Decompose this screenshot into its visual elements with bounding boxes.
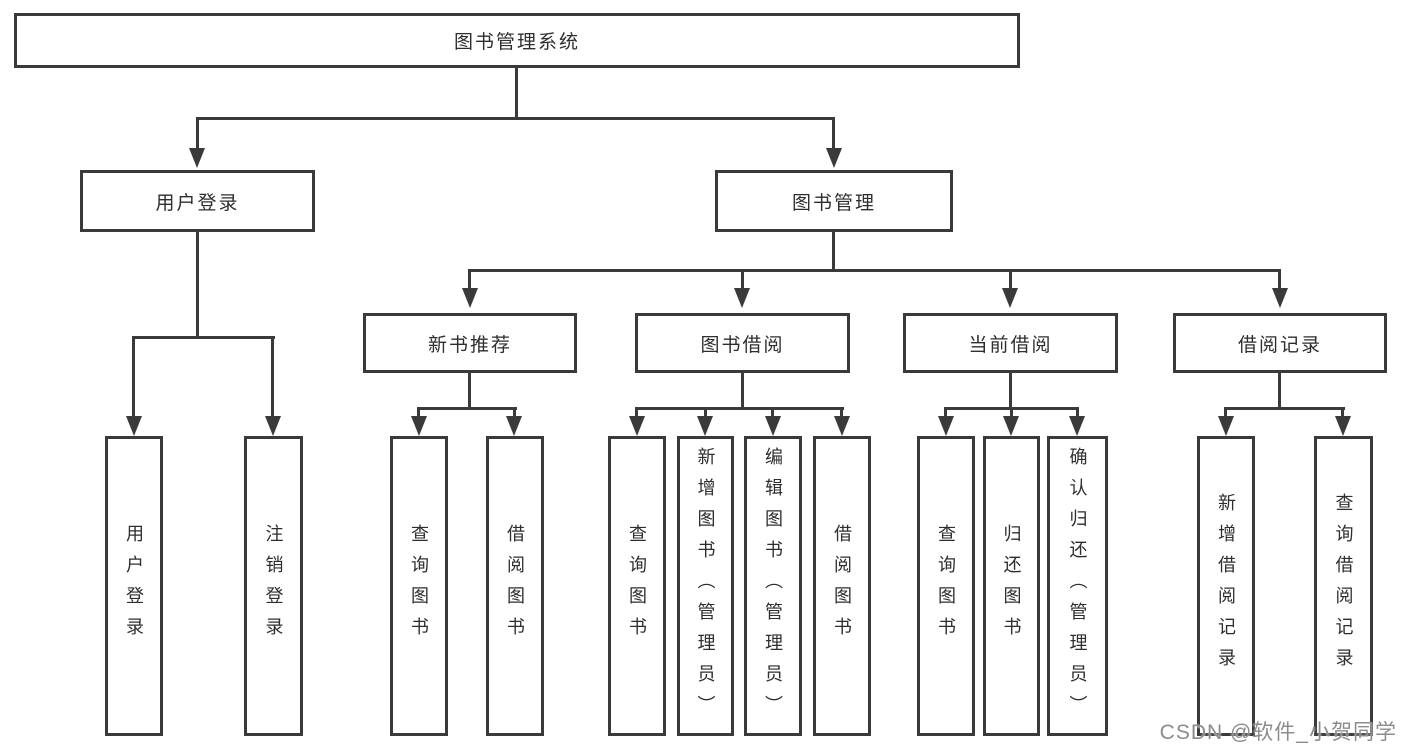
connector-line [515, 68, 518, 120]
arrow-down-icon [697, 416, 713, 436]
connector-line [196, 232, 199, 338]
leaf-logout: 注销登录 [244, 436, 303, 736]
connector-line [468, 373, 471, 410]
node-label: 归还图书 [1001, 524, 1022, 648]
connector-line [1278, 269, 1281, 292]
node-label: 借阅图书 [832, 524, 852, 648]
node-label: 查询图书 [627, 524, 647, 648]
connector-line [1009, 269, 1012, 292]
node-current-borrow: 当前借阅 [903, 313, 1118, 373]
connector-line [771, 407, 774, 419]
arrow-down-icon [1218, 416, 1234, 436]
leaf-borrow-books-recommend: 借阅图书 [486, 436, 544, 736]
leaf-query-books-recommend: 查询图书 [390, 436, 448, 736]
node-label: 编辑图书（管理员） [763, 446, 783, 726]
node-book-borrow: 图书借阅 [635, 313, 850, 373]
arrow-down-icon [826, 148, 842, 168]
connector-line [468, 269, 471, 292]
node-label: 注销登录 [263, 524, 284, 648]
connector-line [271, 336, 274, 419]
connector-line [741, 269, 744, 292]
node-label: 用户登录 [155, 192, 240, 214]
connector-line [704, 407, 707, 419]
leaf-add-books-admin: 新增图书（管理员） [677, 436, 734, 736]
node-label: 查询借阅记录 [1333, 493, 1354, 679]
node-label: 图书管理系统 [453, 32, 580, 53]
connector-line [196, 117, 835, 120]
csdn-watermark: CSDN @软件_小贺同学 [1159, 721, 1397, 744]
connector-line [741, 373, 744, 410]
node-new-book-recommend: 新书推荐 [363, 313, 577, 373]
connector-line [1076, 407, 1079, 419]
node-label: 当前借阅 [968, 334, 1053, 356]
arrow-down-icon [1069, 416, 1085, 436]
node-label: 新增图书（管理员） [695, 446, 716, 726]
connector-line [635, 407, 844, 410]
node-label: 借阅记录 [1237, 334, 1322, 356]
node-borrow-records: 借阅记录 [1173, 313, 1387, 373]
arrow-down-icon [938, 416, 954, 436]
node-label: 查询图书 [409, 524, 429, 648]
leaf-add-borrow-record: 新增借阅记录 [1197, 436, 1255, 736]
connector-line [132, 336, 135, 419]
connector-line [1341, 407, 1344, 419]
arrow-down-icon [126, 416, 142, 436]
connector-line [635, 407, 638, 419]
leaf-confirm-return-admin: 确认归还（管理员） [1047, 436, 1108, 736]
node-label: 借阅图书 [505, 524, 525, 648]
connector-line [196, 117, 199, 150]
arrow-down-icon [629, 416, 645, 436]
connector-line [832, 117, 835, 150]
node-book-management-system: 图书管理系统 [14, 13, 1020, 68]
leaf-edit-books-admin: 编辑图书（管理员） [744, 436, 802, 736]
node-label: 新增借阅记录 [1216, 493, 1236, 679]
connector-line [417, 407, 517, 410]
node-label: 查询图书 [936, 524, 956, 648]
node-user-login: 用户登录 [80, 170, 315, 232]
leaf-return-books: 归还图书 [983, 436, 1040, 736]
node-label: 图书管理 [791, 192, 876, 214]
connector-line [468, 269, 1281, 272]
connector-line [1010, 407, 1013, 419]
arrow-down-icon [1335, 416, 1351, 436]
arrow-down-icon [265, 416, 281, 436]
connector-line [1224, 407, 1345, 410]
connector-line [832, 232, 835, 272]
arrow-down-icon [189, 148, 205, 168]
arrow-down-icon [506, 416, 522, 436]
node-book-management: 图书管理 [715, 170, 953, 232]
arrow-down-icon [734, 288, 750, 308]
connector-line [1224, 407, 1227, 419]
connector-line [132, 336, 275, 339]
arrow-down-icon [1003, 416, 1019, 436]
leaf-query-borrow-record: 查询借阅记录 [1314, 436, 1373, 736]
leaf-user-login: 用户登录 [105, 436, 163, 736]
arrow-down-icon [1002, 288, 1018, 308]
arrow-down-icon [462, 288, 478, 308]
connector-line [417, 407, 420, 419]
node-label: 新书推荐 [427, 334, 512, 356]
node-label: 确认归还（管理员） [1067, 446, 1088, 726]
connector-line [513, 407, 516, 419]
arrow-down-icon [834, 416, 850, 436]
arrow-down-icon [765, 416, 781, 436]
leaf-query-books-current: 查询图书 [917, 436, 975, 736]
connector-line [1278, 373, 1281, 410]
connector-line [1009, 373, 1012, 410]
arrow-down-icon [411, 416, 427, 436]
leaf-borrow-books: 借阅图书 [813, 436, 871, 736]
connector-line [944, 407, 947, 419]
arrow-down-icon [1272, 288, 1288, 308]
connector-line [840, 407, 843, 419]
node-label: 图书借阅 [700, 334, 785, 356]
leaf-query-books-borrow: 查询图书 [608, 436, 666, 736]
node-label: 用户登录 [124, 524, 144, 648]
